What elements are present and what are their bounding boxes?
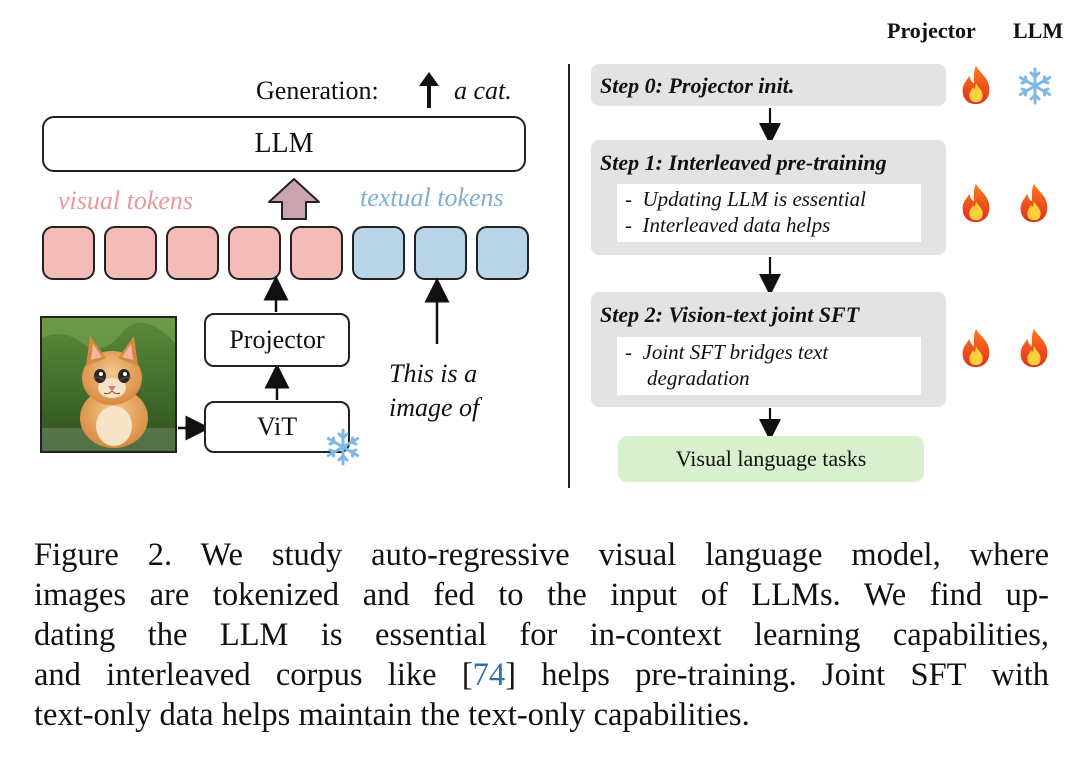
- tasks-label: Visual language tasks: [675, 446, 867, 471]
- caption-line: text-only data helps maintain the text-o…: [34, 697, 750, 733]
- panel-divider: [568, 64, 570, 488]
- caption-line: dating the LLM is essential for in-conte…: [34, 617, 1049, 653]
- visual-tokens-label: visual tokens: [58, 186, 194, 215]
- step2-title: Step 2: Vision-text joint SFT: [600, 302, 860, 327]
- fire-icon: [1014, 182, 1054, 224]
- generation-output: a cat.: [454, 76, 512, 105]
- projector-label: Projector: [229, 325, 325, 354]
- reference-link[interactable]: 74: [472, 657, 506, 693]
- vit-label: ViT: [256, 412, 298, 441]
- textual-tokens-label: textual tokens: [360, 183, 504, 212]
- step0-box: [591, 64, 946, 106]
- llm-label: LLM: [254, 128, 314, 159]
- step2-bullets: - Joint SFT bridges text degradation: [617, 337, 921, 395]
- bullet-item: - Updating LLM is essential: [625, 187, 866, 211]
- textual-token: [476, 226, 529, 280]
- header-llm: LLM: [1013, 18, 1064, 43]
- fire-icon: [956, 327, 996, 369]
- snowflake-icon: [1015, 66, 1055, 106]
- visual-token: [42, 226, 95, 280]
- step1-bullets: - Updating LLM is essential - Interleave…: [617, 184, 921, 242]
- kitten-picture: [42, 318, 175, 451]
- visual-token: [290, 226, 343, 280]
- step1-title: Step 1: Interleaved pre-training: [600, 150, 887, 175]
- token-to-llm-arrow: [268, 178, 320, 220]
- fire-icon: [956, 64, 996, 106]
- step0-title: Step 0: Projector init.: [600, 73, 795, 98]
- textual-token: [352, 226, 405, 280]
- llm-box: LLM: [42, 116, 526, 172]
- bullet-item: - Joint SFT bridges text degradation: [625, 340, 829, 390]
- caption-line: and interleaved corpus like [74] helps p…: [34, 657, 1049, 693]
- fire-icon: [956, 182, 996, 224]
- visual-token: [166, 226, 219, 280]
- projector-box: Projector: [204, 313, 350, 367]
- caption-line: Figure 2. We study auto-regressive visua…: [34, 537, 1049, 573]
- visual-language-tasks-box: Visual language tasks: [618, 436, 924, 482]
- figure-caption: Figure 2. We study auto-regressive visua…: [34, 535, 1049, 735]
- fire-icon: [1014, 327, 1054, 369]
- caption-line: images are tokenized and fed to the inpu…: [34, 577, 1049, 613]
- generation-arrow: [419, 72, 439, 108]
- generation-label: Generation:: [256, 76, 379, 105]
- cat-image: [40, 316, 177, 453]
- vit-box: ViT: [204, 401, 350, 453]
- text-input-line1: This is a: [389, 359, 478, 388]
- snowflake-icon: [323, 427, 363, 467]
- header-projector: Projector: [887, 18, 976, 43]
- text-input-line2: image of: [389, 393, 480, 422]
- bullet-item: - Interleaved data helps: [625, 213, 831, 237]
- visual-token: [104, 226, 157, 280]
- textual-token: [414, 226, 467, 280]
- visual-token: [228, 226, 281, 280]
- text-input: This is a image of: [389, 357, 479, 425]
